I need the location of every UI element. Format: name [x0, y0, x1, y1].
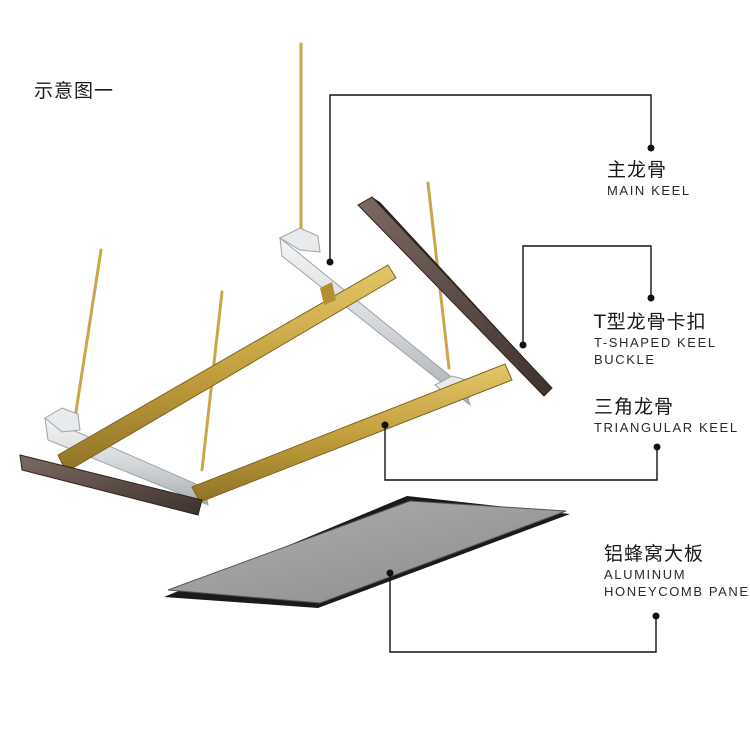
panel-cn: 铝蜂窝大板 [604, 543, 705, 565]
callout-t-buckle: T型龙骨卡扣 T-SHAPED KEEL BUCKLE [594, 310, 717, 368]
honeycomb-panel [164, 496, 570, 608]
t-keel-left [19, 454, 203, 516]
triangular-keel-cn: 三角龙骨 [594, 396, 675, 418]
t-buckle-en-2: BUCKLE [594, 352, 656, 367]
suspension-rods [73, 42, 451, 472]
leader-triangular-keel [384, 425, 658, 481]
callout-panel: 铝蜂窝大板 ALUMINUM HONEYCOMB PANEL [604, 542, 750, 600]
leader-dots [326, 144, 661, 620]
main-keel-cn: 主龙骨 [607, 159, 668, 181]
panel-face [167, 500, 567, 604]
callout-main-keel: 主龙骨 MAIN KEEL [607, 158, 691, 199]
panel-en-1: ALUMINUM [604, 567, 687, 582]
t-buckle-en-1: T-SHAPED KEEL [594, 335, 717, 350]
diagram-title: 示意图一 [34, 80, 115, 102]
t-shaped-keels [19, 196, 553, 516]
main-keel-en: MAIN KEEL [607, 183, 691, 198]
triangular-keel-en: TRIANGULAR KEEL [594, 420, 739, 435]
leader-lines [329, 94, 658, 653]
callout-triangular-keel: 三角龙骨 TRIANGULAR KEEL [594, 395, 739, 436]
t-buckle-cn: T型龙骨卡扣 [594, 311, 707, 333]
rod-left [73, 248, 103, 420]
panel-en-2: HONEYCOMB PANEL [604, 584, 750, 599]
triangular-keel-front [191, 363, 513, 503]
leader-t-buckle [522, 245, 652, 345]
leader-main-keel [329, 94, 652, 262]
main-keel-back [279, 236, 471, 407]
leader-panel [389, 573, 657, 653]
